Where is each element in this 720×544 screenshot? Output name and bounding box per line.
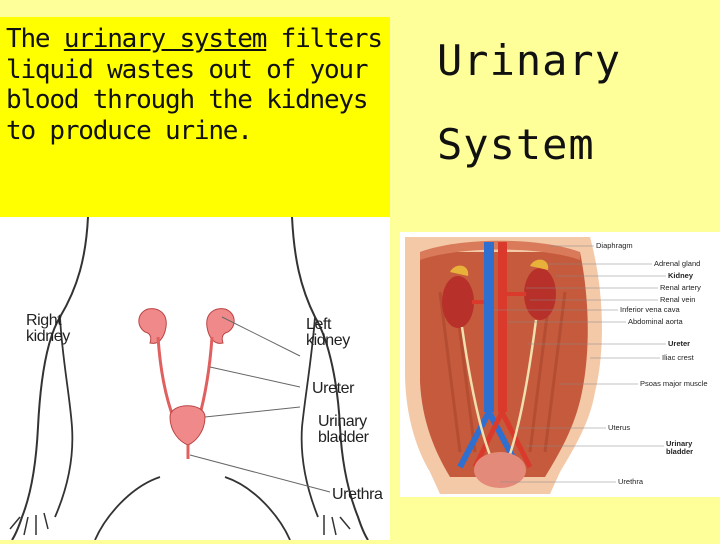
renal-vessels bbox=[472, 292, 526, 304]
label-left-kidney-line1: Left bbox=[306, 316, 332, 333]
anatomy-label-ureter: Ureter bbox=[668, 339, 691, 348]
right-arm-inner-outline bbox=[300, 316, 319, 518]
anatomy-label-adrenal-gland: Adrenal gland bbox=[654, 259, 701, 268]
label-left-kidney-line2: kidney bbox=[306, 332, 350, 349]
right-kidney-shape bbox=[138, 308, 167, 344]
bladder-anatomy bbox=[474, 452, 526, 488]
body-outline-svg bbox=[9, 216, 369, 541]
urinary-anatomy-illustration: Diaphragm Adrenal gland Kidney Renal art… bbox=[400, 232, 720, 497]
label-right-kidney-line1: Right bbox=[26, 312, 62, 329]
bladder-shape bbox=[169, 405, 206, 446]
label-bladder-line2: bladder bbox=[318, 429, 369, 446]
left-hand-outline bbox=[9, 512, 49, 536]
urinary-outline-diagram: Right kidney Left kidney Ureter Urinary … bbox=[0, 216, 390, 541]
right-hand-outline bbox=[323, 515, 351, 536]
iliac-arteries bbox=[472, 410, 533, 469]
intro-underlined-term: urinary system bbox=[63, 24, 268, 54]
left-arm-inner-outline bbox=[54, 316, 74, 518]
right-kidney-anatomy bbox=[442, 276, 474, 328]
label-right-kidney-line2: kidney bbox=[26, 328, 70, 345]
anatomy-label-psoas-major: Psoas major muscle bbox=[640, 379, 708, 388]
anatomy-leader-lines bbox=[494, 245, 666, 483]
anatomy-label-diaphragm: Diaphragm bbox=[596, 241, 633, 250]
muscle-striations bbox=[438, 291, 567, 453]
left-kidney-anatomy bbox=[524, 268, 556, 320]
anatomy-label-urinary-bladder: Urinary bladder bbox=[666, 439, 694, 456]
anatomy-label-uterus: Uterus bbox=[608, 423, 631, 432]
label-bladder-line1: Urinary bbox=[318, 413, 367, 430]
anatomy-svg bbox=[405, 237, 666, 494]
left-kidney-shape bbox=[206, 308, 235, 344]
adrenal-gland-right bbox=[450, 265, 469, 276]
intro-text-before: The bbox=[6, 24, 64, 54]
leader-ureter bbox=[209, 366, 301, 388]
leg-outline bbox=[94, 476, 291, 541]
right-ureter-shape bbox=[156, 336, 177, 423]
right-torso-outline bbox=[291, 216, 369, 541]
anatomy-label-iliac-crest: Iliac crest bbox=[662, 353, 694, 362]
slide-title-line-2: System bbox=[437, 120, 595, 169]
anatomy-label-kidney: Kidney bbox=[668, 271, 694, 280]
intro-paragraph: The urinary system filters liquid wastes… bbox=[6, 24, 386, 146]
adrenal-gland-left bbox=[530, 259, 549, 270]
leader-bladder bbox=[204, 406, 301, 418]
anatomy-label-renal-vein: Renal vein bbox=[660, 295, 696, 304]
label-ureter: Ureter bbox=[312, 380, 355, 397]
vena-cava-shape bbox=[484, 242, 494, 412]
intro-highlight-box bbox=[0, 17, 390, 217]
anatomy-label-inferior-vena-cava: Inferior vena cava bbox=[620, 305, 680, 314]
anatomy-label-abdominal-aorta: Abdominal aorta bbox=[628, 317, 683, 326]
anatomy-label-renal-artery: Renal artery bbox=[660, 283, 701, 292]
diaphragm-shape bbox=[420, 240, 580, 260]
slide-title-line-1: Urinary bbox=[437, 36, 622, 85]
anatomy-label-urethra: Urethra bbox=[618, 477, 644, 486]
left-torso-outline bbox=[11, 216, 89, 541]
ureters-anatomy bbox=[460, 319, 538, 461]
intro-text-after: filters liquid wastes out of your blood … bbox=[6, 24, 383, 146]
aorta-shape bbox=[498, 242, 507, 412]
label-urethra: Urethra bbox=[332, 486, 383, 503]
leader-urethra bbox=[189, 454, 331, 493]
leader-left-kidney bbox=[221, 316, 301, 357]
